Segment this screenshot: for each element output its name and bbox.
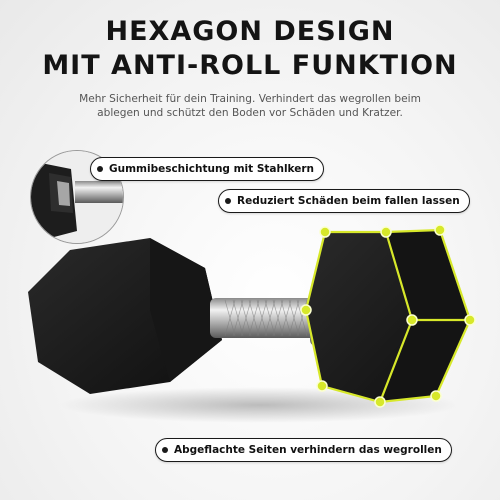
left-hex-face-highlight [150, 238, 222, 382]
callout-flat-sides: Abgeflachte Seiten verhindern das wegrol… [155, 438, 452, 462]
handle-bar [210, 298, 320, 338]
right-hex-front-face [380, 230, 470, 402]
callout-bullet-icon [225, 198, 231, 204]
subtitle-line-1: Mehr Sicherheit für dein Training. Verhi… [79, 93, 421, 105]
headline-line-1: HEXAGON DESIGN [105, 16, 395, 47]
callout-bullet-icon [162, 447, 168, 453]
callout-bullet-icon [97, 166, 103, 172]
headline-line-2: MIT ANTI-ROLL FUNKTION [42, 50, 458, 81]
hex-highlight-vertices [300, 224, 476, 408]
callout-rubber-coating-label: Gummibeschichtung mit Stahlkern [109, 163, 315, 175]
handle-knurling [224, 299, 308, 337]
callout-flat-sides-label: Abgeflachte Seiten verhindern das wegrol… [174, 444, 442, 456]
subtitle-text: Mehr Sicherheit für dein Training. Verhi… [55, 92, 445, 120]
callout-reduce-damage: Reduziert Schäden beim fallen lassen [218, 189, 470, 213]
subtitle-line-2: ablegen und schützt den Boden vor Schäde… [97, 107, 403, 119]
callout-rubber-coating: Gummibeschichtung mit Stahlkern [90, 157, 325, 181]
callout-reduce-damage-label: Reduziert Schäden beim fallen lassen [237, 195, 460, 207]
